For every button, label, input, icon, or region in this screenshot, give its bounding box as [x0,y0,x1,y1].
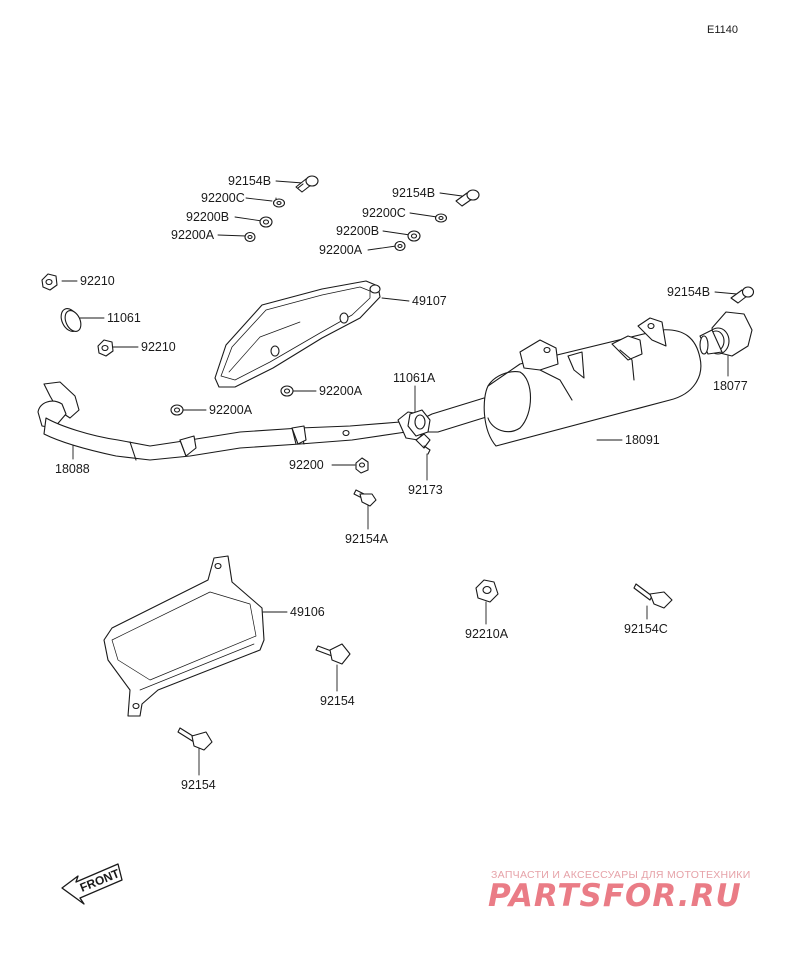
callout-label: 92154B [228,174,272,188]
watermark-tagline: ЗАПЧАСТИ И АКСЕССУАРЫ ДЛЯ МОТОТЕХНИКИ [491,869,751,881]
callout-label: 92200B [336,224,380,238]
bolt-92154A [353,489,377,507]
heat-shield-49106 [103,555,265,717]
washer-92200B-left [259,216,273,228]
callout-label: 92200C [362,206,406,220]
callout-label: 92200A [319,384,363,398]
washer-92200A-left [244,231,256,243]
muffler-18091 [423,317,702,447]
bolt-92154B-tail [730,286,755,304]
bolt-92154-bottom [177,727,213,751]
callout-label: 92200 [289,458,324,472]
callout-label: 11061 [107,311,141,325]
washer-92200 [355,457,369,474]
nut-92210-top [41,273,58,291]
callout-label: 11061A [393,371,436,385]
bolt-92154C [633,583,673,609]
tail-cap-18077 [699,311,753,357]
diagram-code: E1140 [707,24,738,36]
callout-label: 92154A [345,532,389,546]
washer-92200C-left [272,198,286,208]
callout-label: 92200A [209,403,253,417]
callout-label: 92200A [171,228,215,242]
callout-label: 18091 [625,433,660,447]
leader-lines [61,180,738,776]
callout-label: 92200C [201,191,245,205]
washer-92200A-right [394,240,406,252]
bolt-92173 [415,433,431,455]
nut-92210A [475,579,499,603]
washer-92200B-right [407,230,421,242]
callout-label: 92154C [624,622,668,636]
callout-label: 49107 [412,294,447,308]
nut-92210-bottom [97,339,114,357]
clamp-11061A [407,409,431,437]
callout-label: 92173 [408,483,443,497]
bolt-92154B-right [455,189,480,207]
front-arrow-icon: FRONT [61,863,123,905]
callout-label: 18077 [713,379,748,393]
bolt-92154-center [315,643,351,665]
callout-label: 49106 [290,605,325,619]
callout-label: 92200A [319,243,363,257]
bolt-92154B-left [295,175,319,193]
callout-label: 92210A [465,627,509,641]
callout-label: 92154 [181,778,216,792]
gasket-11061 [60,308,82,332]
washer-92200C-right [434,213,448,223]
callout-label: 92154 [320,694,355,708]
header-pipe-18088 [37,381,427,461]
heat-guard-49107 [214,280,381,388]
watermark-logo: PARTSFOR.RU [488,878,742,914]
washer-92200A-mid-right [280,385,294,397]
callout-label: 92154B [667,285,711,299]
front-arrow-label: FRONT [78,866,122,895]
callout-label: 18088 [55,462,90,476]
callout-label: 92210 [141,340,176,354]
callout-label: 92154B [392,186,436,200]
washer-92200A-mid-left [170,404,184,416]
callout-label: 92210 [80,274,115,288]
callout-label: 92200B [186,210,230,224]
